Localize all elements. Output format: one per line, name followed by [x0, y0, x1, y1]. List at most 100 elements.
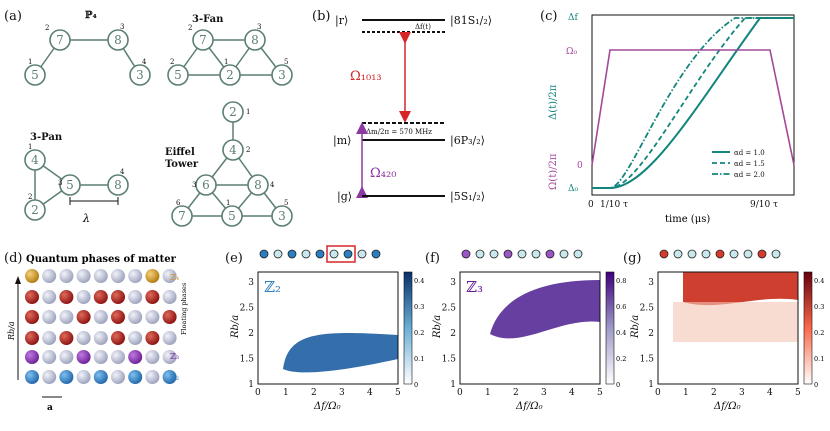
pulse-legend: αd = 1.0 αd = 1.5 αd = 2.0 — [712, 149, 765, 179]
strip-atom — [673, 249, 683, 259]
graph-node-label: 8 — [114, 178, 122, 192]
graph-node — [24, 199, 46, 221]
graph-node — [271, 205, 293, 227]
atom — [93, 269, 108, 283]
graph-node-index: 3 — [120, 23, 124, 31]
atom — [76, 269, 91, 283]
pan-title: 3-Pan — [30, 132, 63, 143]
strip-atom — [287, 249, 297, 259]
graph-node-label: 6 — [202, 178, 210, 192]
atom — [162, 370, 177, 384]
map-xtick: 5 — [597, 388, 603, 398]
graph-node-index: 5 — [284, 199, 288, 207]
graph-node-index: 2 — [170, 58, 174, 66]
rb-label: Rb/a — [7, 321, 16, 341]
graph-node-index: 3 — [257, 23, 261, 31]
map-xtick: 4 — [367, 388, 373, 398]
map-xtick: 2 — [711, 388, 717, 398]
pulse-xlabel: time (μs) — [665, 214, 710, 225]
atom — [93, 310, 108, 324]
atom — [76, 331, 91, 345]
delta-curve-alpha-1-0 — [592, 17, 794, 189]
graph-node-label: 2 — [226, 68, 234, 82]
omega-pulse-curve — [591, 49, 795, 166]
a-label: a — [47, 403, 53, 413]
colorbar-tick: 0.1 — [414, 355, 424, 363]
map-ytick: 1.5 — [442, 355, 457, 365]
omega-420-label: Ω₄₂₀ — [370, 166, 396, 181]
z3-label: ℤ₃ — [170, 352, 179, 361]
map-xtick: 2 — [311, 388, 317, 398]
colorbar-tick: 0 — [414, 381, 418, 389]
graph-node-label: 8 — [254, 178, 262, 192]
floating-phases-label: Floating phases — [180, 283, 188, 335]
map-xlabel: Δf/Ω₀ — [713, 401, 741, 412]
colorbar-tick: 0.8 — [616, 277, 626, 285]
pulse-ytick-omega-0: Ω₀ — [566, 47, 577, 57]
atom — [42, 370, 57, 384]
atom — [25, 370, 39, 384]
graph-node-index: 2 — [45, 24, 49, 32]
strip-atom — [259, 249, 269, 259]
graph-node — [129, 64, 151, 86]
graph-node — [24, 64, 46, 86]
map-ytick: 1 — [648, 380, 654, 390]
delta-curve-alpha-1-5 — [592, 17, 794, 189]
strip-atom — [531, 249, 541, 259]
atom — [25, 310, 39, 324]
atom — [111, 370, 125, 384]
map-ytick: 2 — [248, 329, 254, 339]
map-ytick: 2 — [648, 329, 654, 339]
phases-title: Quantum phases of matter — [26, 254, 177, 265]
map-xtick: 5 — [795, 388, 801, 398]
map-xtick: 3 — [339, 388, 345, 398]
atom — [145, 370, 160, 384]
strip-atom — [273, 249, 283, 259]
panel-label-c: (c) — [540, 9, 557, 24]
delta-curve-alpha-2-0 — [592, 17, 794, 189]
atom — [25, 269, 39, 283]
map-frame — [459, 271, 601, 385]
map-xtick: 3 — [541, 388, 547, 398]
map-ytick: 1 — [248, 380, 254, 390]
fan-title: 3-Fan — [192, 14, 224, 25]
atom — [25, 331, 39, 345]
graph-node-label: 2 — [229, 105, 237, 119]
graph-node-label: 2 — [31, 203, 39, 217]
strip-atom — [687, 249, 697, 259]
map-ylabel: Rb/a — [230, 315, 241, 339]
atom — [93, 370, 108, 384]
map-ytick: 1 — [450, 380, 456, 390]
graph-node-label: 5 — [31, 68, 39, 82]
pulse-ylabel-omega: Ω(t)/2π — [548, 153, 559, 190]
map-xtick: 0 — [655, 388, 661, 398]
map-ytick: 3 — [648, 278, 654, 288]
colorbar-tick: 0.1 — [814, 355, 824, 363]
map-xtick: 1 — [485, 388, 491, 398]
colorbar-tick: 0.2 — [616, 355, 626, 363]
map-ytick: 2 — [450, 329, 456, 339]
eiffel-title-1: Eiffel — [165, 147, 195, 158]
map-xtick: 0 — [457, 388, 463, 398]
graph-node-label: 4 — [229, 143, 237, 157]
map-xlabel: Δf/Ω₀ — [313, 401, 341, 412]
graph-node — [107, 174, 129, 196]
colorbar — [803, 271, 813, 385]
graph-node-label: 3 — [278, 68, 286, 82]
graph-node — [24, 149, 46, 171]
atom — [25, 290, 39, 304]
map-ytick: 1.5 — [240, 355, 255, 365]
panel-label-a: (a) — [4, 9, 22, 24]
strip-atom — [301, 249, 311, 259]
graph-node-label: 8 — [251, 33, 259, 47]
panel-label-g: (g) — [623, 251, 641, 266]
eiffel-title-2: Tower — [165, 159, 199, 170]
strip-atom — [357, 249, 367, 259]
map-xtick: 4 — [767, 388, 773, 398]
strip-atom — [489, 249, 499, 259]
graph-node — [59, 174, 81, 196]
colorbar-tick: 0.6 — [616, 303, 626, 311]
